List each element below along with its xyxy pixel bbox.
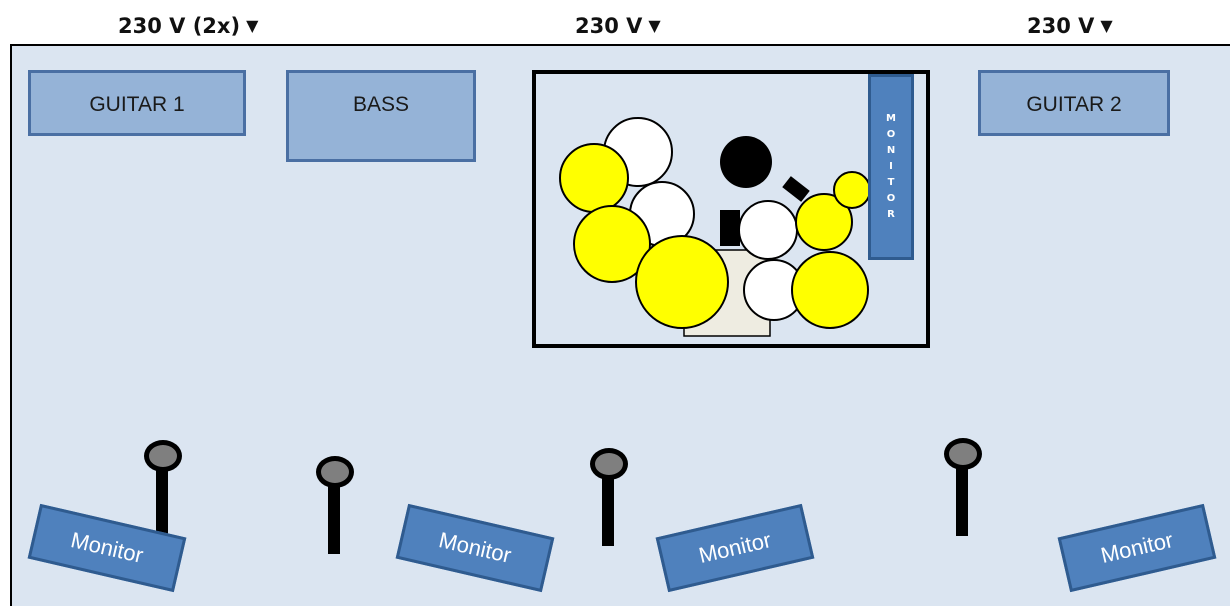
drummer-head bbox=[720, 136, 772, 188]
floor-monitor-label: Monitor bbox=[1098, 527, 1176, 568]
amp-bass[interactable]: BASS bbox=[286, 70, 476, 162]
triangle-down-icon: ▼ bbox=[1100, 16, 1113, 35]
tom-right bbox=[738, 200, 798, 260]
cymbal-bass bbox=[635, 235, 729, 329]
cymbal-ride bbox=[795, 193, 853, 251]
drum-monitor-letter: O bbox=[886, 129, 896, 140]
drum-monitor-letter: I bbox=[889, 161, 893, 172]
amp-guitar-1[interactable]: GUITAR 1 bbox=[28, 70, 246, 136]
amp-guitar-2[interactable]: GUITAR 2 bbox=[978, 70, 1170, 136]
cymbal-crash-right bbox=[791, 251, 869, 329]
microphone-icon[interactable] bbox=[942, 438, 982, 538]
drum-monitor-letter: R bbox=[887, 209, 895, 220]
mic-stem bbox=[602, 476, 614, 546]
power-label-center: 230 V ▼ bbox=[575, 14, 661, 38]
power-label-text: 230 V (2x) bbox=[118, 14, 241, 38]
power-label-left: 230 V (2x) ▼ bbox=[118, 14, 258, 38]
mic-head bbox=[144, 440, 182, 472]
floor-monitor-4[interactable]: Monitor bbox=[1057, 503, 1217, 593]
microphone-icon[interactable] bbox=[588, 448, 628, 548]
drum-side-monitor[interactable]: M O N I T O R bbox=[868, 74, 914, 260]
amp-guitar-1-label: GUITAR 1 bbox=[89, 93, 185, 116]
floor-monitor-label: Monitor bbox=[436, 527, 514, 568]
power-label-right: 230 V ▼ bbox=[1027, 14, 1113, 38]
drum-monitor-letter: O bbox=[886, 193, 896, 204]
cymbal-crash-left bbox=[573, 205, 651, 283]
stage-area: GUITAR 1 BASS GUITAR 2 bbox=[10, 44, 1230, 606]
mic-stem bbox=[956, 466, 968, 536]
drum-monitor-letter: N bbox=[886, 145, 896, 156]
cymbal-hihat bbox=[559, 143, 629, 213]
amp-guitar-2-label: GUITAR 2 bbox=[1026, 93, 1122, 116]
mic-stem bbox=[328, 484, 340, 554]
drum-riser: M O N I T O R bbox=[532, 70, 930, 348]
drummer-arm-right bbox=[782, 176, 810, 202]
microphone-icon[interactable] bbox=[142, 440, 182, 540]
drum-monitor-letter: M bbox=[886, 113, 896, 124]
cymbal-splash bbox=[833, 171, 871, 209]
floor-monitor-label: Monitor bbox=[68, 527, 146, 568]
drum-monitor-letter: T bbox=[887, 177, 895, 188]
floor-monitor-label: Monitor bbox=[696, 527, 774, 568]
drum-kit bbox=[559, 117, 871, 337]
mic-stem bbox=[156, 468, 168, 538]
power-label-text: 230 V bbox=[575, 14, 643, 38]
triangle-down-icon: ▼ bbox=[648, 16, 661, 35]
drummer-arm-left bbox=[720, 210, 740, 246]
floor-monitor-3[interactable]: Monitor bbox=[655, 503, 815, 593]
triangle-down-icon: ▼ bbox=[246, 16, 259, 35]
microphone-icon[interactable] bbox=[314, 456, 354, 556]
power-label-text: 230 V bbox=[1027, 14, 1095, 38]
amp-bass-label: BASS bbox=[352, 93, 410, 116]
floor-monitor-2[interactable]: Monitor bbox=[395, 503, 555, 593]
